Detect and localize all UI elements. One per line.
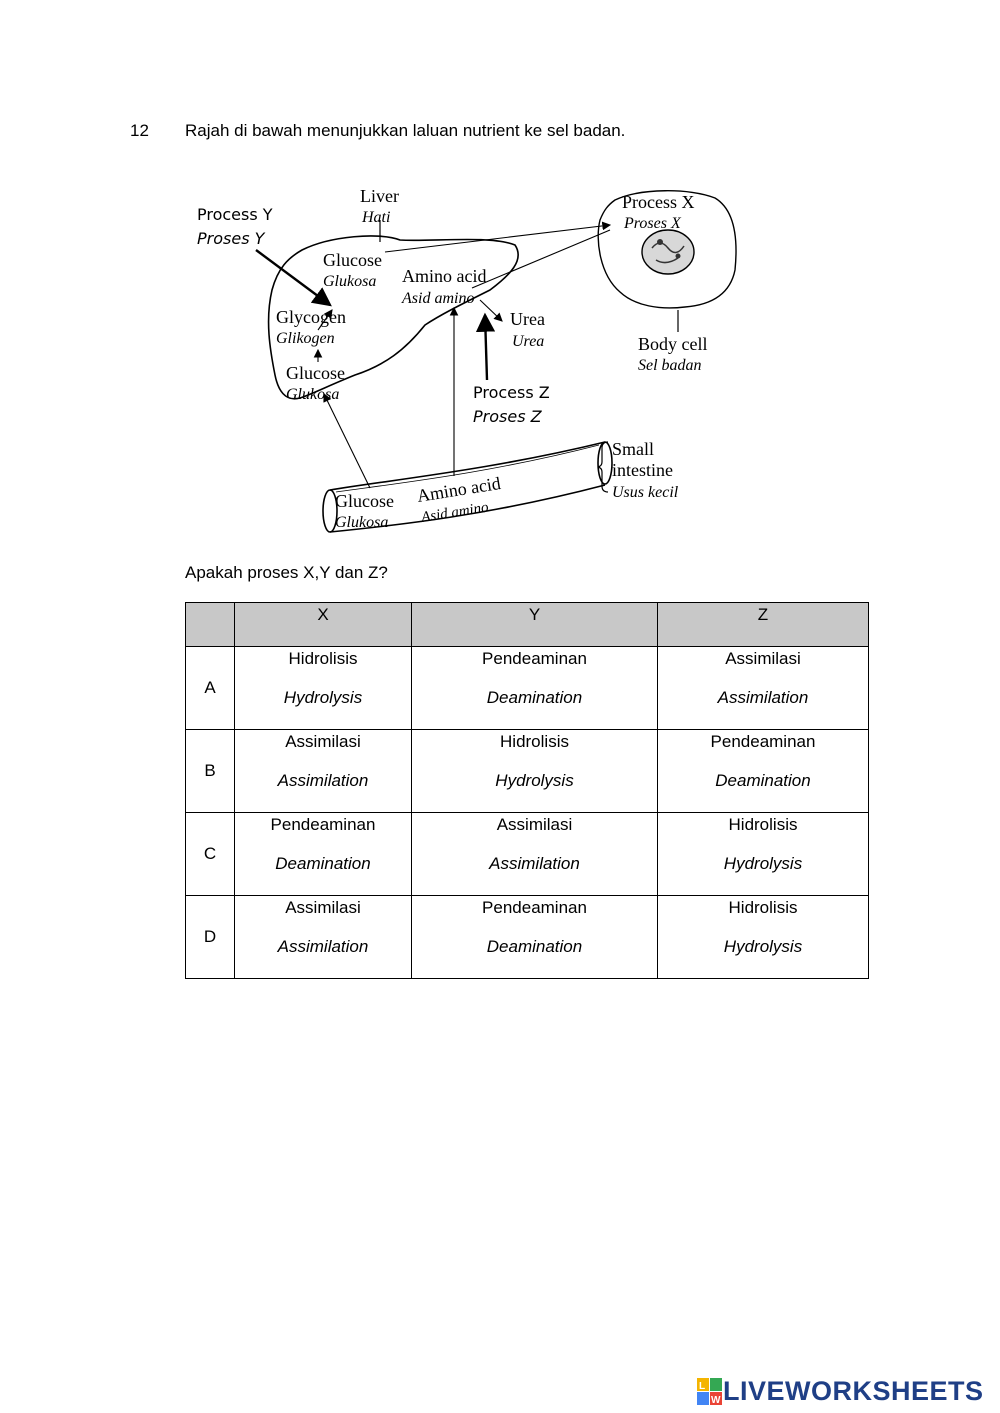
label-intestine-glucose: Glucose	[335, 491, 394, 511]
label-body-cell: Body cell	[638, 334, 708, 354]
label-process-x-ms: Proses X	[623, 215, 682, 232]
label-intestine-amino: Amino acid	[415, 473, 502, 506]
cell-ms: Pendeaminan	[270, 815, 376, 834]
body-cell-outline	[597, 190, 737, 309]
label-process-y-ms: Proses Y	[197, 229, 266, 248]
cell-en: Assimilation	[489, 854, 580, 873]
option-letter: A	[185, 646, 235, 730]
cell-en: Assimilation	[277, 937, 369, 956]
label-small-intestine-1: Small	[612, 439, 654, 459]
label-liver: Liver	[360, 186, 399, 206]
label-glycogen-ms: Glikogen	[276, 330, 335, 347]
header-x: X	[234, 602, 412, 647]
label-amino-liver-ms: Asid amino	[401, 290, 474, 307]
header-z: Z	[657, 602, 869, 647]
cell-en: Deamination	[275, 854, 371, 873]
label-process-z-ms: Proses Z	[473, 407, 543, 426]
cell-en: Hydrolysis	[283, 688, 363, 707]
cell-en: Deamination	[486, 937, 583, 956]
label-body-cell-ms: Sel badan	[638, 357, 702, 374]
header-blank	[185, 602, 235, 647]
label-glucose-low: Glucose	[286, 363, 345, 383]
question-number: 12	[130, 121, 149, 140]
cell-ms: Hidrolisis	[288, 649, 358, 668]
cell-en: Hydrolysis	[723, 854, 803, 873]
option-letter: D	[185, 895, 235, 979]
cell-en: Deamination	[486, 688, 583, 707]
option-letter: C	[185, 812, 235, 896]
label-glycogen: Glycogen	[276, 307, 346, 327]
cell-en: Deamination	[715, 771, 811, 790]
label-process-z: Process Z	[473, 383, 550, 402]
svg-text:L: L	[699, 1381, 705, 1392]
label-urea-ms: Urea	[512, 333, 544, 350]
label-liver-ms: Hati	[361, 209, 390, 226]
nucleus	[641, 229, 695, 275]
cell-ms: Assimilasi	[285, 732, 361, 751]
nutrient-pathway-diagram: Liver Hati Process Y Proses Y Glucose Gl…	[197, 186, 737, 533]
cell-ms: Hidrolisis	[500, 732, 569, 751]
label-glucose-top-ms: Glukosa	[323, 273, 376, 290]
label-process-y: Process Y	[197, 205, 273, 224]
label-small-intestine-2: intestine	[612, 460, 673, 480]
question-prompt: Apakah proses X,Y dan Z?	[185, 563, 388, 582]
liveworksheets-logo[interactable]: L W LIVEWORKSHEETS	[697, 1376, 984, 1407]
cell-ms: Assimilasi	[496, 815, 573, 834]
cell-ms: Assimilasi	[725, 649, 801, 668]
cell-en: Hydrolysis	[495, 771, 574, 790]
logo-text: LIVEWORKSHEETS	[723, 1376, 984, 1406]
label-small-intestine-ms: Usus kecil	[612, 484, 679, 501]
cell-ms: Assimilasi	[285, 898, 361, 917]
cell-ms: Pendeaminan	[482, 898, 587, 917]
label-glucose-low-ms: Glukosa	[286, 386, 339, 403]
label-urea: Urea	[510, 309, 545, 329]
liveworksheets-logo-icon: L W	[697, 1377, 722, 1406]
svg-text:W: W	[711, 1395, 721, 1406]
label-process-x: Process X	[622, 192, 695, 212]
cell-ms: Hidrolisis	[728, 815, 798, 834]
small-intestine-tube	[329, 441, 606, 533]
cell-en: Hydrolysis	[723, 937, 803, 956]
liver-outline	[267, 235, 519, 400]
cell-ms: Pendeaminan	[710, 732, 816, 751]
cell-en: Assimilation	[277, 771, 369, 790]
label-glucose-top: Glucose	[323, 250, 382, 270]
header-y: Y	[411, 602, 658, 647]
label-intestine-glucose-ms: Glukosa	[335, 514, 388, 531]
cell-ms: Pendeaminan	[482, 649, 587, 668]
option-letter: B	[185, 729, 235, 813]
cell-ms: Hidrolisis	[728, 898, 798, 917]
cell-en: Assimilation	[717, 688, 809, 707]
question-text: Rajah di bawah menunjukkan laluan nutrie…	[185, 121, 626, 140]
label-amino-liver: Amino acid	[402, 266, 486, 286]
